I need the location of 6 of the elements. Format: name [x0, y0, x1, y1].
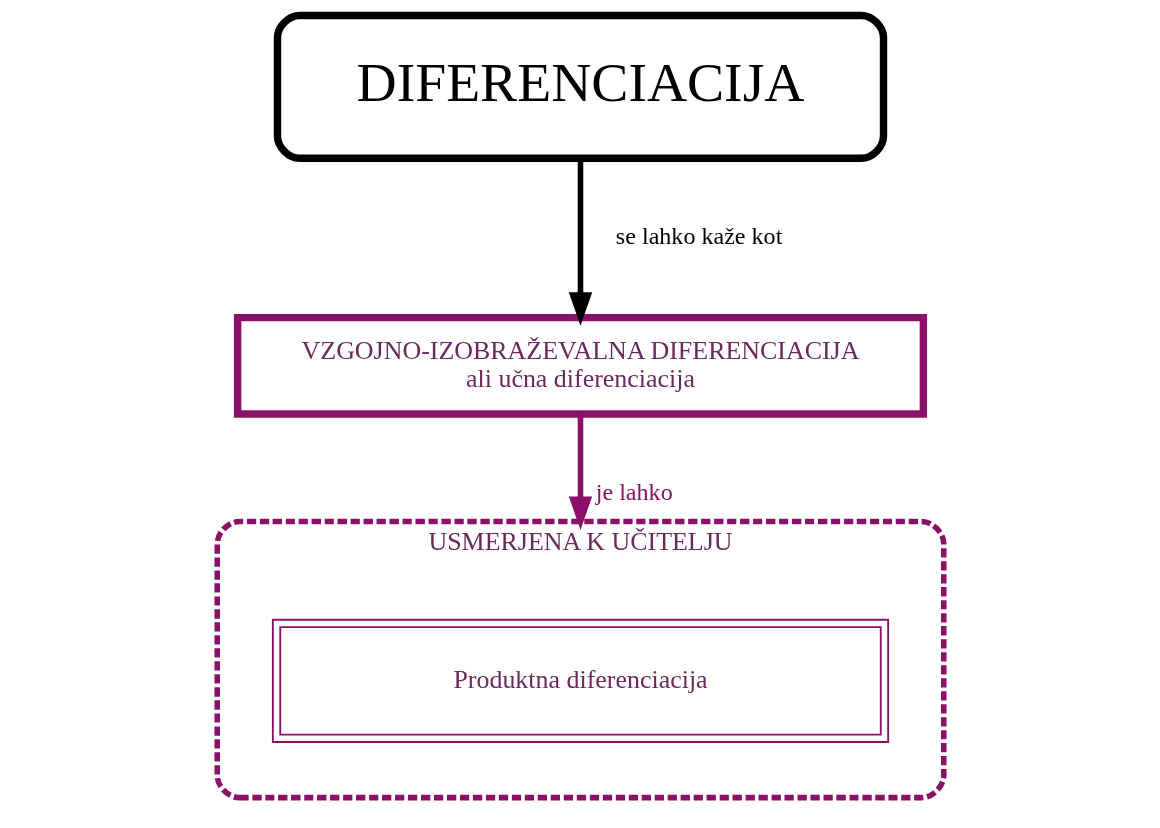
node-box: Produktna diferenciacija — [271, 618, 889, 743]
edge-label: se lahko kaže kot — [615, 223, 782, 250]
node-box: DIFERENCIACIJA — [273, 11, 887, 162]
node-box: VZGOJNO-IZOBRAŽEVALNA DIFERENCIACIJA ali učna diferenciacija — [233, 313, 927, 418]
edge-label: je lahko — [595, 479, 673, 505]
arrow — [568, 414, 592, 530]
